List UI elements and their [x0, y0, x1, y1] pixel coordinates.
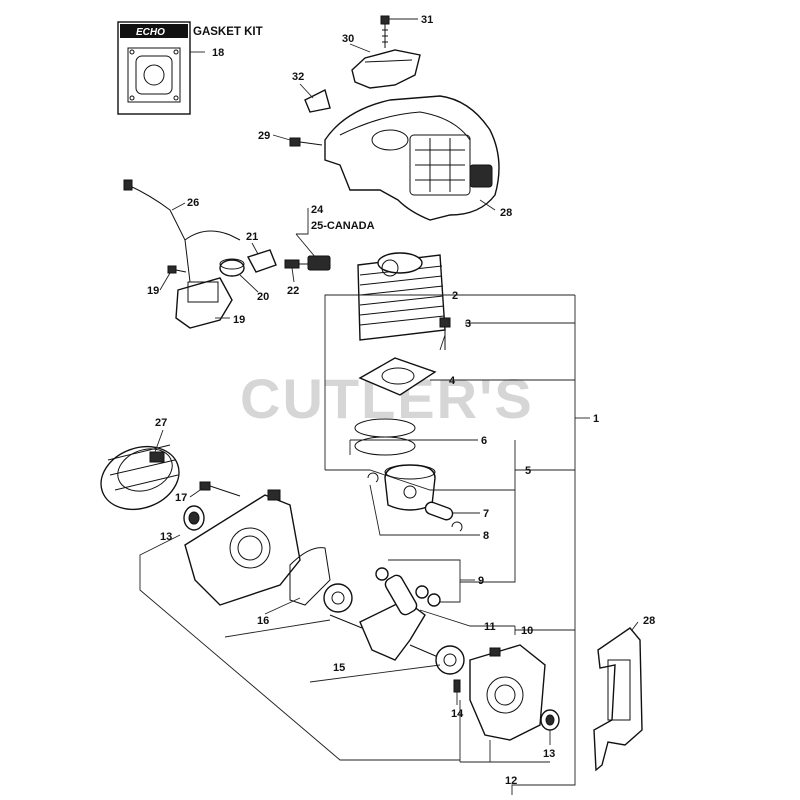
callout-6: 6	[481, 435, 487, 447]
label-sticker-33	[304, 88, 331, 113]
crankcase-gasket	[289, 547, 331, 606]
dowel-pin-14	[453, 679, 461, 693]
screw-20	[167, 265, 187, 274]
callout-28: 28	[643, 615, 655, 627]
bearing-left	[323, 583, 353, 613]
callout-21: 20	[257, 291, 269, 303]
flywheel	[100, 444, 180, 511]
circlip-8	[451, 521, 463, 532]
gasket-kit-title: GASKET KIT	[193, 26, 263, 38]
cylinder-gasket	[358, 357, 437, 396]
bolt-32	[380, 15, 390, 48]
callout-33: 32	[292, 71, 304, 83]
callout-27: 27	[155, 417, 167, 429]
callout-13-left: 13	[160, 531, 172, 543]
callout-16: 16	[257, 615, 269, 627]
callout-31: 30	[342, 33, 354, 45]
callout-7: 7	[483, 508, 489, 520]
crankshaft	[329, 574, 446, 661]
callout-18: 18	[212, 47, 224, 59]
gasket-kit-illustration: ECHO	[117, 21, 191, 115]
callout-30: 29	[258, 130, 270, 142]
callout-24: 24	[311, 204, 324, 216]
callout-8: 8	[483, 530, 489, 542]
callout-26: 26	[187, 197, 199, 209]
spark-plug	[284, 255, 331, 271]
callout-1: 1	[593, 413, 599, 425]
nut-21	[219, 258, 245, 277]
spark-cap-22	[246, 249, 277, 273]
callout-19: 19	[233, 314, 245, 326]
callout-23: 22	[287, 285, 299, 297]
callout-11: 11	[484, 621, 496, 633]
callout-14: 14	[451, 708, 464, 720]
piston	[384, 464, 436, 511]
needle-bearing-9	[375, 567, 441, 607]
crankcase-left	[184, 489, 301, 606]
oil-seal-left	[183, 505, 205, 531]
callout-13-right: 13	[543, 748, 555, 760]
callout-32: 31	[421, 14, 433, 26]
callout-10: 10	[521, 625, 533, 637]
callout-20: 19	[147, 285, 159, 297]
bearing-right	[435, 645, 465, 675]
ignition-coil	[123, 179, 241, 329]
callout-4: 4	[449, 375, 456, 387]
kit-brand: ECHO	[136, 27, 165, 38]
mount-bracket	[593, 627, 643, 772]
callout-labels: 18 31 30 32 29 28 26 24 25-CANADA 21 20 …	[147, 14, 655, 787]
canada-note: 25-CANADA	[311, 220, 375, 232]
crankcase-right	[469, 644, 546, 741]
bearing-11	[415, 585, 429, 599]
callout-22: 21	[246, 231, 258, 243]
callout-2: 2	[452, 290, 458, 302]
piston-ring-lower	[354, 436, 416, 456]
cylinder	[357, 252, 446, 341]
circlip-left	[367, 472, 379, 483]
callout-9: 9	[478, 575, 484, 587]
screw-17	[199, 481, 241, 497]
screw-30	[289, 137, 323, 147]
engine-cover	[324, 95, 500, 221]
callout-12: 12	[505, 775, 517, 787]
leader-lines	[139, 18, 639, 795]
bolt-3	[439, 317, 451, 350]
oil-seal-right	[540, 709, 560, 731]
callout-3: 3	[465, 318, 471, 330]
callout-17: 17	[175, 492, 187, 504]
callout-5: 5	[525, 465, 531, 477]
callout-15: 15	[333, 662, 345, 674]
piston-pin-7	[424, 501, 454, 521]
cover-bracket	[351, 49, 421, 89]
callout-29: 28	[500, 207, 512, 219]
